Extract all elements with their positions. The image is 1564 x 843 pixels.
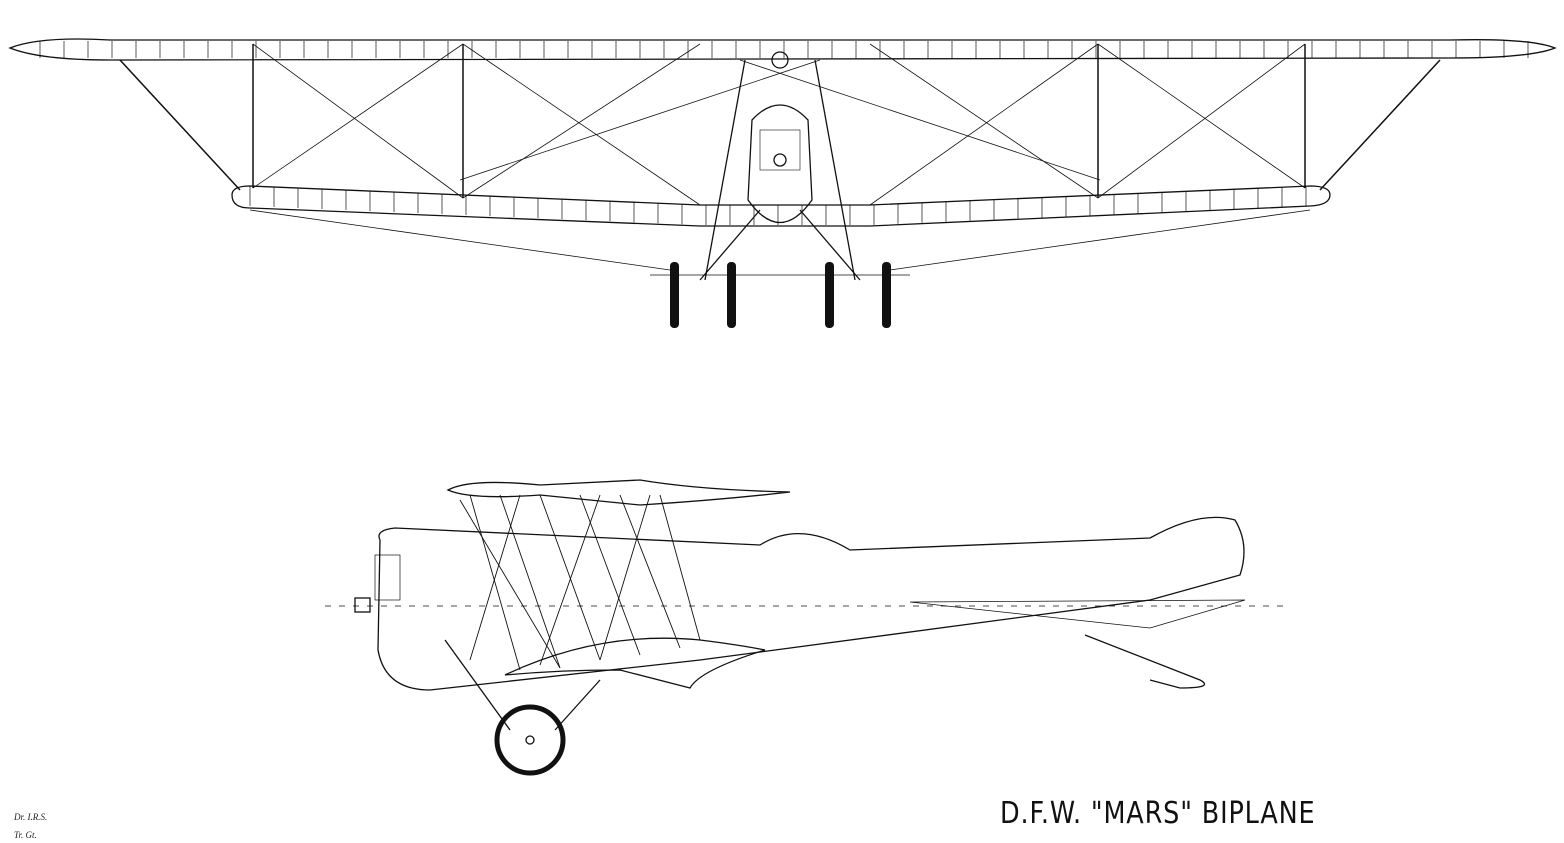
tailplane	[909, 599, 1246, 629]
landing-wheels	[670, 262, 891, 328]
radiator	[374, 554, 401, 601]
lower-wing	[231, 185, 1331, 227]
drawn-by-credit: Dr. I.R.S.	[14, 812, 48, 822]
traced-by-credit: Tr. Gt.	[14, 830, 37, 840]
skid	[1084, 634, 1206, 689]
side-view	[325, 479, 1285, 776]
drawing-title: D.F.W. "MARS" BIPLANE	[1000, 796, 1316, 831]
upper-wing	[8, 38, 1557, 61]
interplane-struts	[119, 44, 1441, 198]
fuselage-front	[747, 104, 813, 224]
upper-wing-ribs	[39, 41, 1529, 58]
lower-wing-side	[504, 637, 766, 689]
bracing-wires	[249, 43, 1311, 271]
fuselage-side	[377, 516, 1245, 691]
undercarriage	[444, 639, 601, 776]
upper-wing-side	[446, 479, 791, 506]
front-view	[8, 38, 1557, 328]
wing-bracing	[459, 494, 701, 671]
cabane-struts	[650, 59, 910, 281]
